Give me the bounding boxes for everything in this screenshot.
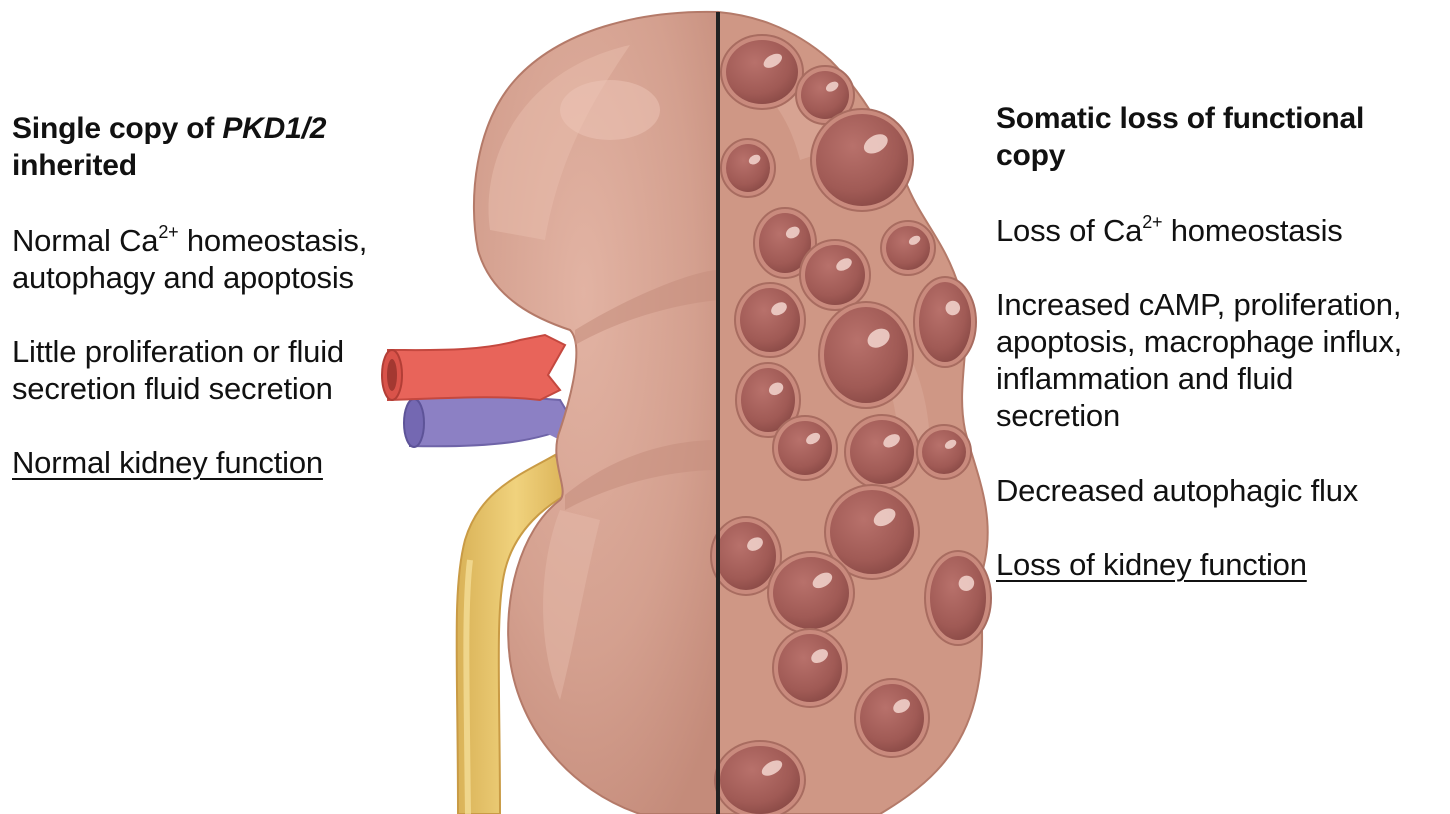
right-calcium-text: Loss of Ca2+ homeostasis [996, 212, 1343, 249]
left-proliferation-line1: Little proliferation or fluid [12, 334, 344, 369]
right-autophagic-text: Decreased autophagic flux [996, 472, 1358, 509]
cyst [881, 221, 935, 275]
cyst [800, 240, 870, 310]
cyst [735, 283, 805, 357]
cyst [811, 109, 913, 211]
right-heading-line2: copy [996, 139, 1065, 172]
left-heading-suffix: inherited [12, 149, 137, 182]
right-ca-after: homeostasis [1162, 213, 1342, 248]
left-heading: Single copy of PKD1/2 inherited [12, 110, 326, 184]
renal-artery [388, 335, 565, 400]
right-heading-line1: Somatic loss of functional [996, 102, 1364, 135]
left-ca-superscript: 2+ [158, 222, 178, 242]
right-ca-superscript: 2+ [1142, 212, 1162, 232]
right-increased-line2: apoptosis, macrophage influx, [996, 324, 1402, 359]
left-heading-prefix: Single copy of [12, 112, 222, 145]
cyst [721, 35, 803, 109]
right-ca-before: Loss of Ca [996, 213, 1142, 248]
cyst [715, 741, 805, 814]
cyst [855, 679, 929, 757]
right-outcome: Loss of kidney function [996, 546, 1307, 583]
right-increased-line4: secretion [996, 398, 1120, 433]
cyst [917, 425, 971, 479]
right-increased-line3: inflammation and fluid [996, 361, 1293, 396]
right-heading: Somatic loss of functional copy [996, 100, 1364, 174]
left-proliferation-line2: secretion fluid secretion [12, 371, 333, 406]
left-ca-after: homeostasis, [178, 223, 367, 258]
cyst [819, 302, 913, 408]
cyst [768, 552, 854, 634]
right-increased-text: Increased cAMP, proliferation, apoptosis… [996, 286, 1402, 434]
cyst [925, 551, 991, 645]
left-proliferation-text: Little proliferation or fluid secretion … [12, 333, 344, 407]
left-outcome: Normal kidney function [12, 444, 323, 481]
cyst [773, 416, 837, 480]
left-ca-line2: autophagy and apoptosis [12, 260, 354, 295]
left-ca-before: Normal Ca [12, 223, 158, 258]
cyst [721, 139, 775, 197]
left-calcium-text: Normal Ca2+ homeostasis, autophagy and a… [12, 222, 367, 296]
cyst [773, 629, 847, 707]
cyst [914, 277, 976, 367]
cyst [845, 415, 919, 489]
left-heading-gene: PKD1/2 [222, 112, 326, 145]
right-increased-line1: Increased cAMP, proliferation, [996, 287, 1401, 322]
